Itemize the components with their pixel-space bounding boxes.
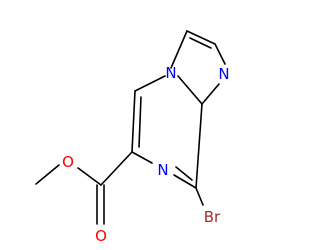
bond-n7-c8-inner <box>175 166 193 181</box>
molecule-drawing: N N N O O Br <box>35 30 230 245</box>
bond-c3-c2 <box>186 30 216 45</box>
atom-o-carbonyl: O <box>95 227 107 245</box>
bond-n1-c3 <box>170 30 188 69</box>
atom-n1: N <box>165 64 176 82</box>
bond-c5-c6-inner <box>138 96 142 148</box>
bonds <box>35 30 226 225</box>
structure-diagram: N N N O O Br <box>35 30 230 245</box>
atom-o-ester: O <box>62 153 74 171</box>
bond-c6-ccarb <box>100 151 133 186</box>
atom-n2: N <box>218 65 229 83</box>
bond-n2-c8a <box>201 83 220 105</box>
atom-br: Br <box>204 208 221 226</box>
atom-n3: N <box>157 161 168 179</box>
bond-c2-n2 <box>214 43 226 65</box>
atom-labels: N N N O O Br <box>62 64 230 245</box>
bond-c8a-n1 <box>177 75 203 105</box>
bond-c8-c8a <box>195 103 203 189</box>
bond-c8-br <box>195 187 204 206</box>
bond-c5-c6 <box>131 90 136 153</box>
bond-o-methyl <box>35 164 60 185</box>
bond-c6-n7 <box>131 151 153 164</box>
bond-c3-c2-inner <box>189 37 212 49</box>
bond-ccarb-o-ester <box>77 167 102 186</box>
bond-n7-c8 <box>173 174 197 189</box>
bond-n1-c5 <box>134 75 166 92</box>
